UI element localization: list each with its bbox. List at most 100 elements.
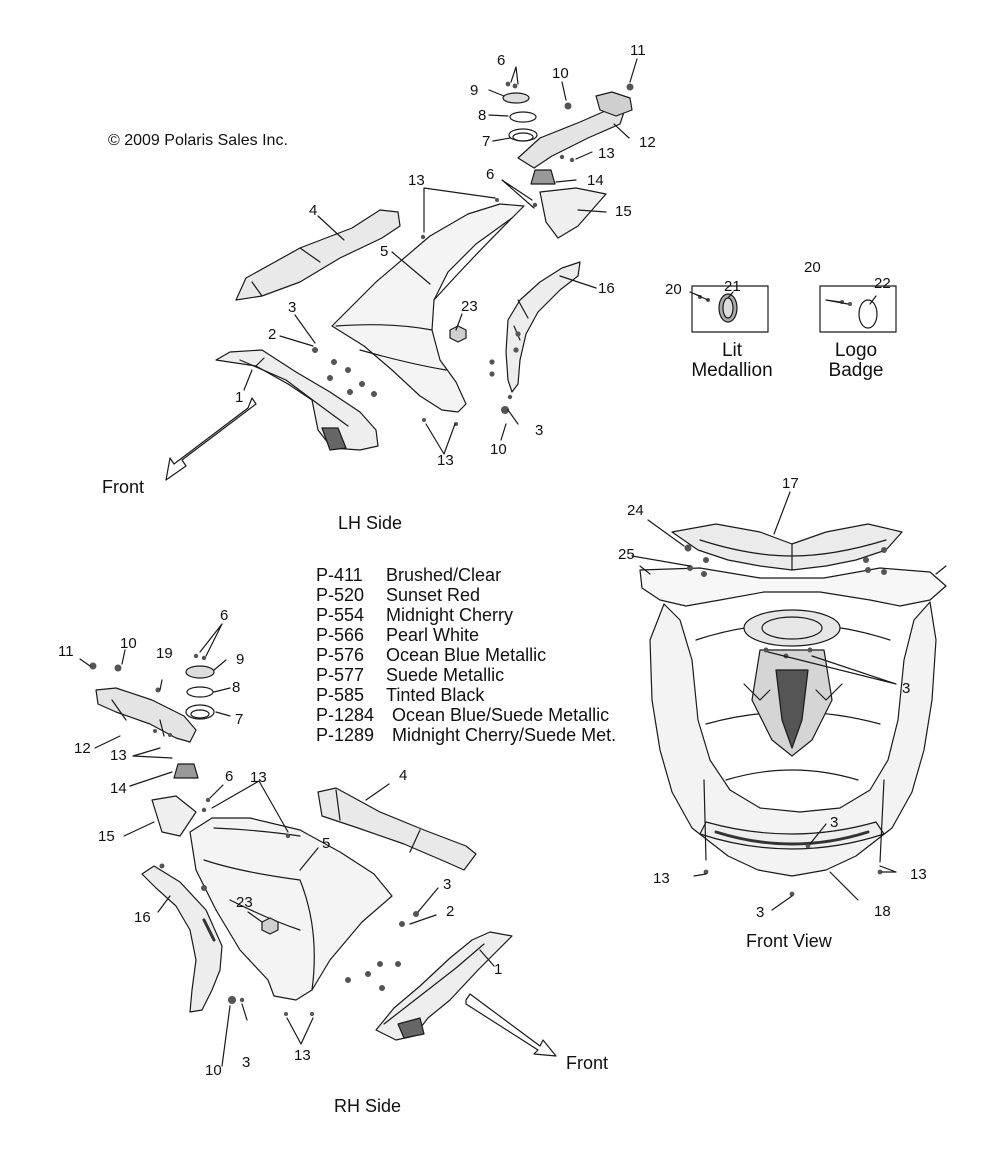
rh-callout-15: 15	[98, 828, 115, 845]
lh-callout-16: 16	[598, 280, 615, 297]
lh-callout-2: 2	[268, 326, 277, 343]
color-name: Brushed/Clear	[386, 565, 502, 585]
logo-badge-box	[819, 285, 897, 333]
callout-20-medallion: 20	[665, 281, 682, 298]
rh-callout-6b: 6	[225, 768, 234, 785]
color-code: P-577	[316, 665, 365, 685]
lh-part-5-panel	[331, 203, 525, 413]
lh-callout-5: 5	[380, 243, 389, 260]
color-name: Midnight Cherry	[386, 605, 514, 625]
lh-callout-1: 1	[235, 389, 244, 406]
rh-callout-5: 5	[322, 835, 331, 852]
lh-callout-3: 3	[288, 299, 297, 316]
lit-medallion-title-line2: Medallion	[691, 360, 773, 381]
color-code: P-566	[316, 625, 365, 645]
color-name: Suede Metallic	[386, 665, 505, 685]
rh-callout-13c: 13	[294, 1047, 311, 1064]
rh-callout-8: 8	[232, 679, 241, 696]
lh-part-16-cowl	[505, 261, 581, 393]
rh-side-assembly	[79, 623, 557, 1067]
lh-callout-6b: 6	[486, 166, 495, 183]
color-code-row: P-520 Sunset Red	[316, 585, 616, 605]
lit-medallion-title-line1: Lit	[721, 340, 743, 361]
color-code-row: P-585 Tinted Black	[316, 685, 616, 705]
lh-part-15-wedge	[539, 187, 607, 239]
rh-callout-16: 16	[134, 909, 151, 926]
rh-part-5-panel	[189, 817, 393, 1001]
front-direction-label-upper: Front	[102, 477, 145, 497]
lh-side-title: LH Side	[338, 513, 403, 533]
rh-callout-7: 7	[235, 711, 244, 728]
lh-front-arrow	[165, 397, 257, 481]
color-code-row: P-554 Midnight Cherry	[316, 605, 616, 625]
lh-callout-11: 11	[630, 42, 646, 59]
lh-callout-23: 23	[461, 298, 478, 315]
front-callout-24: 24	[627, 502, 644, 519]
lh-part-14-cup	[530, 169, 556, 185]
front-part-17-cowl	[671, 523, 903, 571]
lh-part-12-bracket	[517, 107, 625, 169]
logo-badge-part-22	[858, 299, 878, 329]
lh-callout-10b: 10	[490, 441, 507, 458]
rh-side-title: RH Side	[334, 1096, 402, 1116]
rh-callout-12: 12	[74, 740, 91, 757]
lh-part-9-lens	[502, 92, 530, 104]
rh-callout-9: 9	[236, 651, 245, 668]
rh-callout-1: 1	[494, 961, 503, 978]
lh-callout-6: 6	[497, 52, 506, 69]
rh-part-16-cowl	[141, 865, 223, 1013]
front-hull-body	[649, 601, 937, 877]
lh-part-7-ring	[508, 128, 538, 142]
color-code-row: P-566 Pearl White	[316, 625, 616, 645]
callout-20-badge: 20	[804, 259, 821, 276]
color-code: P-520	[316, 585, 365, 605]
rh-front-arrow	[465, 993, 557, 1057]
front-callout-3c: 3	[756, 904, 765, 921]
front-steering	[743, 609, 841, 647]
front-callout-25: 25	[618, 546, 635, 563]
lh-callout-8: 8	[478, 107, 487, 124]
front-callout-13b: 13	[910, 866, 927, 883]
color-code: P-1284	[316, 705, 375, 725]
rh-callout-10b: 10	[205, 1062, 222, 1079]
lh-part-1-tip	[321, 427, 347, 451]
front-view-assembly	[631, 285, 947, 911]
lh-callout-15: 15	[615, 203, 632, 220]
color-name: Pearl White	[386, 625, 480, 645]
lh-callout-9: 9	[470, 82, 479, 99]
front-direction-label-lower: Front	[566, 1053, 609, 1073]
rh-callout-6: 6	[220, 607, 229, 624]
front-body-band	[639, 567, 947, 607]
rh-callout-3b: 3	[242, 1054, 251, 1071]
rh-part-15-wedge	[151, 795, 197, 837]
color-name: Midnight Cherry/Suede Met.	[392, 725, 617, 745]
lh-callout-12: 12	[639, 134, 656, 151]
color-name: Sunset Red	[386, 585, 481, 605]
color-name: Ocean Blue/Suede Metallic	[392, 705, 610, 725]
lh-callout-13b: 13	[408, 172, 425, 189]
rh-callout-3: 3	[443, 876, 452, 893]
rh-callout-10: 10	[120, 635, 137, 652]
color-name: Tinted Black	[386, 685, 485, 705]
color-code: P-585	[316, 685, 365, 705]
rh-callout-4: 4	[399, 767, 408, 784]
rh-part-12-bracket	[95, 687, 197, 743]
color-code: P-1289	[316, 725, 375, 745]
callout-21: 21	[724, 278, 741, 295]
color-code-row: P-577 Suede Metallic	[316, 665, 616, 685]
rh-part-9-lens	[185, 665, 215, 679]
logo-badge-title-line2: Badge	[828, 360, 884, 381]
front-view-title: Front View	[746, 931, 832, 951]
rh-callout-2: 2	[446, 903, 455, 920]
rh-callout-19: 19	[156, 645, 173, 662]
lh-callout-4: 4	[309, 202, 318, 219]
lh-part-8-ring	[509, 111, 537, 123]
lit-medallion-box	[691, 285, 769, 333]
color-code: P-554	[316, 605, 365, 625]
front-callout-3b: 3	[830, 814, 839, 831]
